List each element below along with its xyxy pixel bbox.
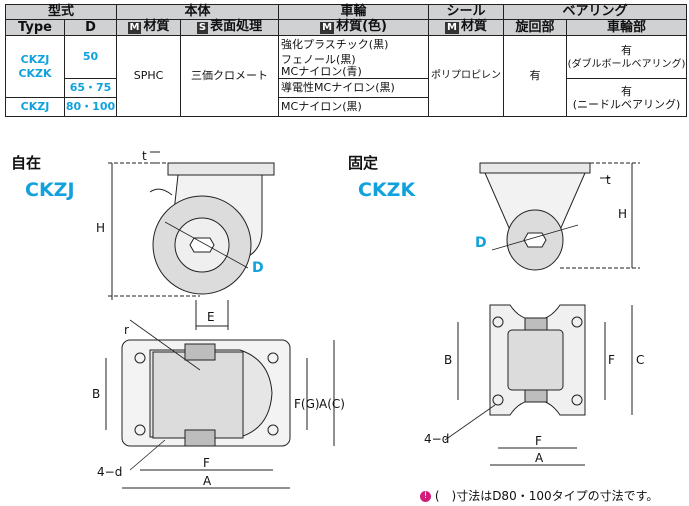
swivel-type-label: CKZJ: [25, 179, 75, 201]
dim-f: F: [203, 456, 210, 470]
type-ckzj: CKZJ: [20, 52, 50, 66]
header-seal-material-label: 材質: [461, 19, 488, 34]
dim-e: E: [207, 310, 215, 324]
dim-r: r: [124, 323, 129, 337]
header-body: 本体: [116, 4, 280, 20]
bearing-1-type: (ダブルボールベアリング): [567, 58, 686, 70]
bearing-2-value: 有: [621, 84, 633, 98]
d-80-100: 80・100: [63, 97, 118, 117]
dim-4d2: 4−d: [424, 432, 449, 446]
type-ckzj-80: CKZJ: [5, 97, 65, 117]
bearing-1-value: 有: [621, 43, 633, 57]
wheel-opt-5: MCナイロン(黒): [278, 97, 430, 117]
dim-b2: B: [444, 353, 452, 367]
surface-treatment: 三価クロメート: [180, 35, 280, 117]
swivel-value: 有: [503, 35, 568, 117]
header-bearing: ベアリング: [503, 4, 688, 20]
wheel-opt-2: フェノール(黒)MCナイロン(青): [278, 53, 430, 79]
dim-h: H: [96, 221, 105, 235]
info-icon: !: [420, 491, 431, 502]
footnote-text: ( )寸法はD80・100タイプの寸法です。: [434, 489, 659, 503]
dim-a3: A: [535, 451, 544, 465]
header-d: D: [63, 19, 118, 36]
bearing-1: 有(ダブルボールベアリング): [566, 35, 688, 79]
dim-fg: F(G): [294, 397, 320, 411]
dim-4d: 4−d: [97, 465, 122, 479]
swivel-label: 自在: [11, 154, 42, 172]
dim-d: D: [252, 260, 264, 276]
dim-t: t: [142, 149, 147, 163]
dim-h2: H: [618, 207, 627, 221]
header-type: Type: [5, 19, 65, 36]
header-material-label: 材質: [143, 19, 170, 34]
material-mark: M: [127, 22, 142, 34]
surface-mark: S: [196, 22, 209, 34]
header-wheel: 車輪: [278, 4, 430, 20]
swivel-top-view: [105, 319, 335, 489]
bearing-2: 有(ニードルベアリング): [566, 78, 688, 117]
dim-ac: A(C): [319, 397, 345, 411]
fixed-top-view: [444, 304, 633, 466]
wheel-opt-2-a: フェノール(黒): [281, 53, 356, 66]
dim-f3: F: [535, 434, 542, 448]
bearing-2-type: (ニードルベアリング): [572, 97, 681, 111]
body-material: SPHC: [116, 35, 182, 117]
dim-c2: C: [636, 353, 644, 367]
d-65-75: 65・75: [63, 78, 118, 98]
dim-f2: F: [608, 353, 615, 367]
header-wheel-material-label: 材質(色): [336, 19, 387, 34]
type-ckzk: CKZK: [18, 66, 52, 80]
dim-d2: D: [475, 235, 487, 251]
header-swivel: 旋回部: [503, 19, 568, 36]
dim-a: A: [203, 474, 212, 488]
fixed-side-view: [479, 162, 640, 271]
seal-material-mark: M: [445, 22, 459, 34]
dim-t2: t: [606, 173, 611, 187]
fixed-type-label: CKZK: [358, 179, 416, 201]
wheel-opt-3: MCナイロン(青): [281, 65, 362, 78]
seal-material: ポリプロピレン: [428, 35, 505, 117]
dimension-labels: t H D E r B F(G) A(C) 4−d F A t H D B F …: [92, 149, 644, 488]
wheel-material-mark: M: [320, 22, 335, 34]
header-surface-label: 表面処理: [210, 19, 263, 34]
swivel-side-view: [108, 151, 275, 330]
dim-b: B: [92, 387, 100, 401]
footnote: ! ( )寸法はD80・100タイプの寸法です。: [420, 487, 658, 504]
fixed-label: 固定: [348, 154, 379, 172]
header-type-group: 型式: [4, 4, 118, 20]
